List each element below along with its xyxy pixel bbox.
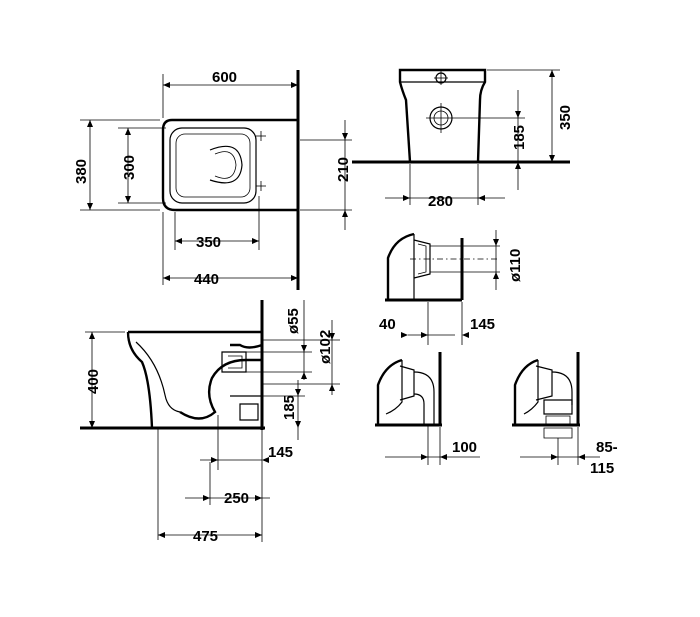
- dim-top-depth: 380: [73, 159, 90, 184]
- front-view: 350 185 280: [352, 68, 574, 210]
- p-trap-detail: 100: [375, 352, 480, 465]
- dim-outlet-dia: ø110: [507, 249, 524, 282]
- dim-side-475: 475: [193, 528, 218, 545]
- dim-inlet-dia: ø55: [285, 308, 302, 334]
- dim-top-width: 600: [212, 69, 237, 86]
- dim-top-350: 350: [196, 234, 221, 251]
- dim-side-185: 185: [281, 395, 298, 420]
- wall-dim-group: 210: [300, 120, 352, 230]
- outlet-detail: ø110 40 145: [379, 230, 524, 345]
- dim-side-145: 145: [268, 444, 293, 461]
- dim-strap-range: 85-: [596, 439, 618, 456]
- top-view-inner-rim: [175, 133, 251, 198]
- dim-front-280: 280: [428, 193, 453, 210]
- side-front-wall: [126, 331, 154, 429]
- dim-front-height: 350: [557, 105, 574, 130]
- side-trap: [179, 358, 262, 420]
- top-view-rim: [169, 127, 257, 204]
- dim-ptrap-100: 100: [452, 439, 477, 456]
- dim-side-250: 250: [224, 490, 249, 507]
- top-view: 600 380 300 350 440: [73, 69, 300, 290]
- dim-side-400: 400: [85, 369, 102, 394]
- dim-inlet-dia2: ø102: [317, 330, 334, 364]
- dim-outlet-145: 145: [470, 316, 495, 333]
- side-rim: [128, 330, 264, 349]
- top-fixing-hole-upper: [256, 131, 266, 141]
- dim-strap-range-2: 115: [590, 460, 614, 477]
- top-fixing-hole-lower: [256, 181, 266, 191]
- dim-wall-210: 210: [335, 157, 352, 182]
- top-view-water-inner: [214, 151, 237, 179]
- front-bowl-outline: [398, 68, 487, 164]
- top-view-water-surface: [209, 145, 243, 184]
- dim-top-440: 440: [194, 271, 219, 288]
- dim-outlet-40: 40: [379, 316, 396, 333]
- dim-top-inner: 300: [121, 155, 138, 180]
- s-trap-detail: 85- 115: [512, 352, 618, 477]
- side-view: 400 ø55 ø102 185 145 250: [80, 300, 340, 545]
- top-view-bowl-outline: [161, 118, 300, 212]
- dim-front-185: 185: [511, 125, 528, 150]
